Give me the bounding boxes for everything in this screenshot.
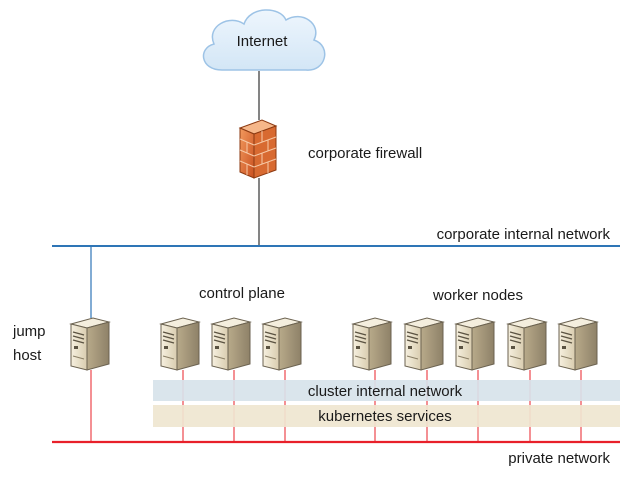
worker-node-server-icon — [352, 317, 392, 371]
jump-host-label-line1: jump — [12, 323, 46, 340]
private-network-label: private network — [508, 450, 610, 467]
control-plane-server-icon — [211, 317, 251, 371]
control-plane-label: control plane — [199, 285, 285, 302]
internet-cloud-icon — [202, 9, 326, 71]
jump-host-server-icon — [70, 317, 110, 371]
cluster-network-band — [153, 380, 620, 401]
control-plane-server-icon — [160, 317, 200, 371]
firewall-icon — [238, 119, 278, 179]
worker-node-server-icon — [455, 317, 495, 371]
internet-label: Internet — [237, 33, 289, 50]
kubernetes-services-band — [153, 405, 620, 427]
firewall-label: corporate firewall — [308, 145, 422, 162]
cluster-network-label: cluster internal network — [308, 383, 463, 400]
worker-node-server-icon — [507, 317, 547, 371]
control-plane-server-icon — [262, 317, 302, 371]
worker-node-server-icon — [404, 317, 444, 371]
worker-node-server-icon — [558, 317, 598, 371]
corporate-network-label: corporate internal network — [437, 226, 611, 243]
worker-nodes-label: worker nodes — [432, 287, 523, 304]
kubernetes-services-label: kubernetes services — [318, 408, 451, 425]
jump-host-label-line2: host — [13, 347, 42, 364]
